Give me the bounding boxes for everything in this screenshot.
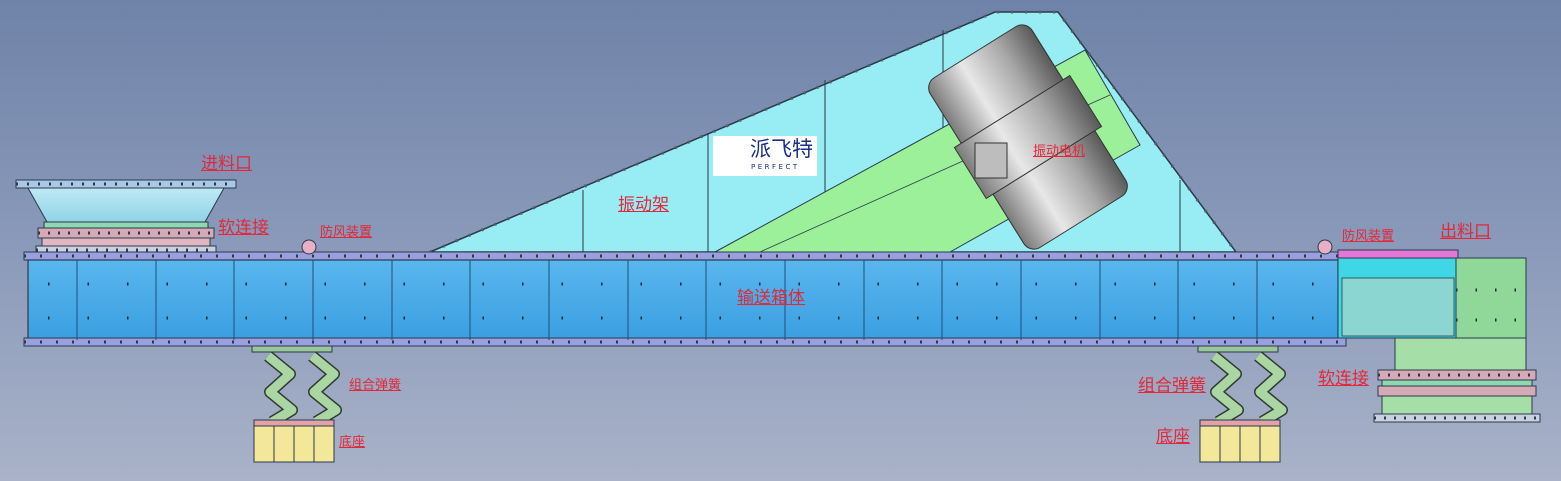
label-soft-connection-left: 软连接 <box>218 218 269 238</box>
label-vibration-motor: 振动电机 <box>1033 144 1086 159</box>
label-inlet: 进料口 <box>201 154 252 174</box>
label-spring-right: 组合弹簧 <box>1138 376 1206 396</box>
logo-name-cn: 派飞特 <box>750 137 813 161</box>
spring-set-right <box>1197 345 1288 463</box>
spring-set-left <box>251 345 342 463</box>
outlet-assembly <box>1337 249 1541 423</box>
label-soft-connection-right: 软连接 <box>1318 369 1369 389</box>
label-base-right: 底座 <box>1156 427 1190 447</box>
brand-logo: 派飞特 PERFECT <box>713 136 817 176</box>
logo-name-en: PERFECT <box>751 163 800 171</box>
label-vibration-frame: 振动架 <box>618 195 669 215</box>
label-base-left: 底座 <box>339 435 366 450</box>
conveyor-box <box>23 251 1347 347</box>
label-dust-cover-right: 防风装置 <box>1342 229 1395 244</box>
label-outlet: 出料口 <box>1440 222 1491 242</box>
label-conveyor-box: 输送箱体 <box>737 288 805 308</box>
label-spring-left: 组合弹簧 <box>349 378 402 393</box>
inlet-hopper <box>15 179 237 255</box>
label-dust-cover-left: 防风装置 <box>320 225 373 240</box>
